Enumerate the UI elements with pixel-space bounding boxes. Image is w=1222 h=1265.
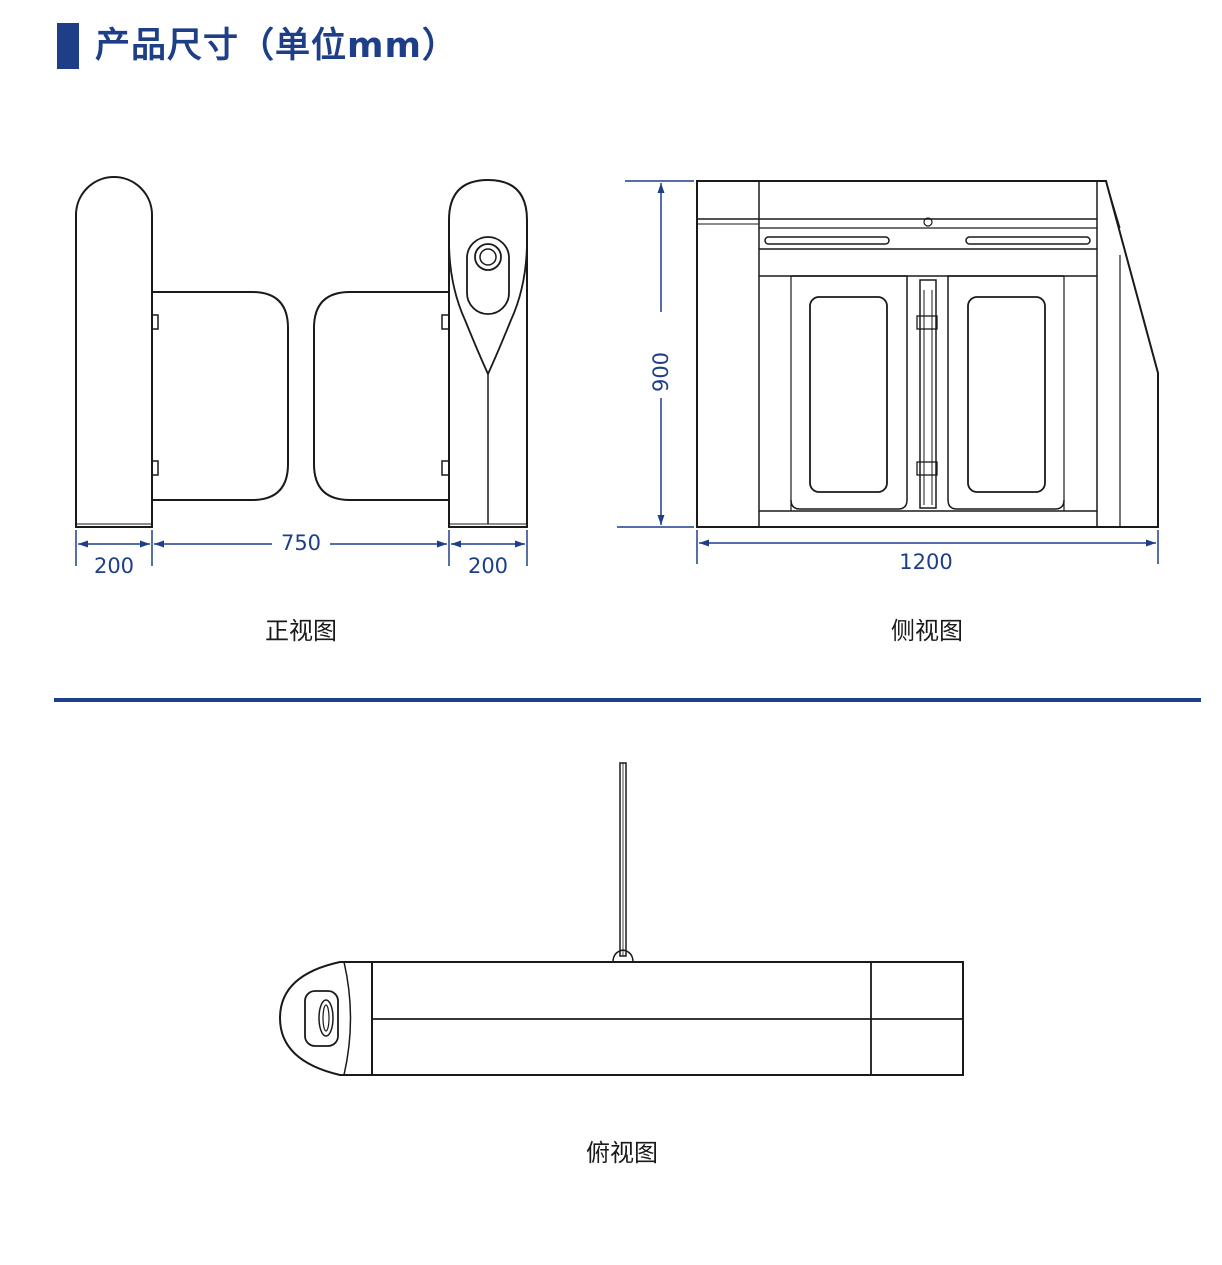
top-view-drawing — [278, 762, 964, 1076]
front-right-hinge-top — [441, 314, 450, 330]
title-accent-bar — [57, 23, 79, 69]
side-left-door — [790, 275, 908, 510]
dim-label-side-width: 1200 — [899, 550, 952, 574]
top-reader-lens — [318, 999, 334, 1037]
front-view-caption: 正视图 — [265, 617, 337, 645]
front-right-glass — [313, 291, 449, 501]
side-indicator-left — [764, 236, 890, 245]
section-divider — [54, 698, 1201, 702]
side-view-caption: 侧视图 — [891, 617, 963, 645]
front-card-reader — [466, 236, 510, 315]
top-flap-hinge — [612, 949, 634, 963]
front-reader-lens-outer — [474, 243, 502, 271]
side-left-glass-window — [809, 296, 888, 493]
front-left-hinge-top — [151, 314, 159, 330]
dim-label-front-left: 200 — [94, 554, 134, 578]
dim-label-side-height: 900 — [649, 352, 673, 392]
side-center-hinge-top — [916, 315, 938, 330]
top-card-reader — [304, 990, 339, 1047]
side-right-glass-window — [967, 296, 1046, 493]
top-rounded-head — [278, 961, 372, 1076]
front-view-dimensions — [75, 530, 528, 566]
side-top-screw — [923, 217, 933, 227]
side-center-post — [919, 279, 937, 509]
front-right-pillar — [448, 178, 528, 528]
side-center-hinge-bottom — [916, 461, 938, 476]
front-right-hinge-bottom — [441, 460, 450, 476]
front-left-pillar — [75, 176, 153, 528]
side-view-dimensions — [617, 180, 1159, 564]
front-view-drawing — [75, 176, 528, 528]
side-right-door — [947, 275, 1065, 510]
side-indicator-right — [965, 236, 1091, 245]
page-title: 产品尺寸（单位mm） — [95, 26, 458, 66]
front-right-pillar-face — [448, 239, 528, 377]
side-body-outline — [696, 180, 1159, 528]
dim-label-front-middle: 750 — [281, 531, 321, 555]
dim-label-front-right: 200 — [468, 554, 508, 578]
front-left-hinge-bottom — [151, 460, 159, 476]
front-left-glass — [152, 291, 289, 501]
top-view-caption: 俯视图 — [586, 1139, 658, 1167]
side-view-drawing — [696, 180, 1159, 528]
front-reader-lens-inner — [479, 248, 497, 266]
